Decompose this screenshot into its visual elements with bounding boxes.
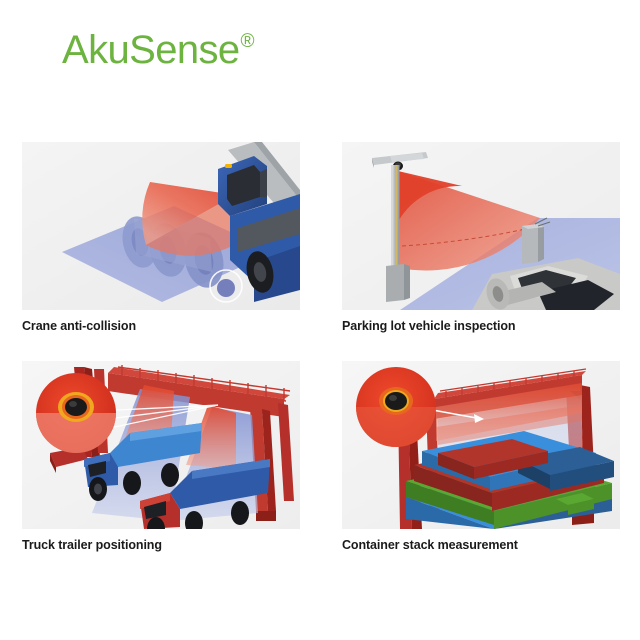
container-stack-icon xyxy=(406,431,614,529)
car-icon xyxy=(472,258,620,310)
sensor-callout-icon xyxy=(356,367,436,447)
scenario-image-parking-lot-vehicle-inspection xyxy=(342,142,620,310)
scenario-card-crane-anti-collision[interactable]: Crane anti-collision xyxy=(22,142,300,334)
pole-stripe-icon xyxy=(395,165,397,283)
crane-vehicle-icon xyxy=(218,142,300,302)
scenario-caption-truck-trailer-positioning: Truck trailer positioning xyxy=(22,538,162,552)
scenario-image-truck-trailer-positioning xyxy=(22,361,300,529)
measurement-line-icon xyxy=(401,227,531,247)
scenario-grid: Crane anti-collision xyxy=(22,142,620,553)
laser-scan-sector-icon xyxy=(142,182,235,245)
laser-fan-icon xyxy=(398,171,540,271)
sensor-callout-icon xyxy=(36,373,116,453)
scenario-image-container-stack-measurement xyxy=(342,361,620,529)
scenario-card-truck-trailer-positioning[interactable]: Truck trailer positioning xyxy=(22,361,300,553)
scenario-caption-parking-lot-vehicle-inspection: Parking lot vehicle inspection xyxy=(342,319,516,333)
truck-icon xyxy=(84,423,202,501)
gantry-railing-icon xyxy=(113,365,291,402)
brand-wordmark: AkuSense xyxy=(62,28,240,72)
truck-icon xyxy=(140,459,270,529)
bollard-icon xyxy=(522,217,551,264)
scenario-caption-crane-anti-collision: Crane anti-collision xyxy=(22,319,136,333)
detection-highlight-icon xyxy=(209,269,243,303)
registered-trademark-icon: ® xyxy=(240,31,255,52)
scan-plane-icon xyxy=(436,383,582,441)
akusense-logo: AkuSense ® xyxy=(62,30,255,70)
scenario-card-parking-lot-vehicle-inspection[interactable]: Parking lot vehicle inspection xyxy=(342,142,620,334)
scenario-caption-container-stack-measurement: Container stack measurement xyxy=(342,538,518,552)
scenario-image-crane-anti-collision xyxy=(22,142,300,310)
sensor-pole-icon xyxy=(372,152,428,302)
scenario-card-container-stack-measurement[interactable]: Container stack measurement xyxy=(342,361,620,553)
gantry-railing-icon xyxy=(435,368,587,404)
